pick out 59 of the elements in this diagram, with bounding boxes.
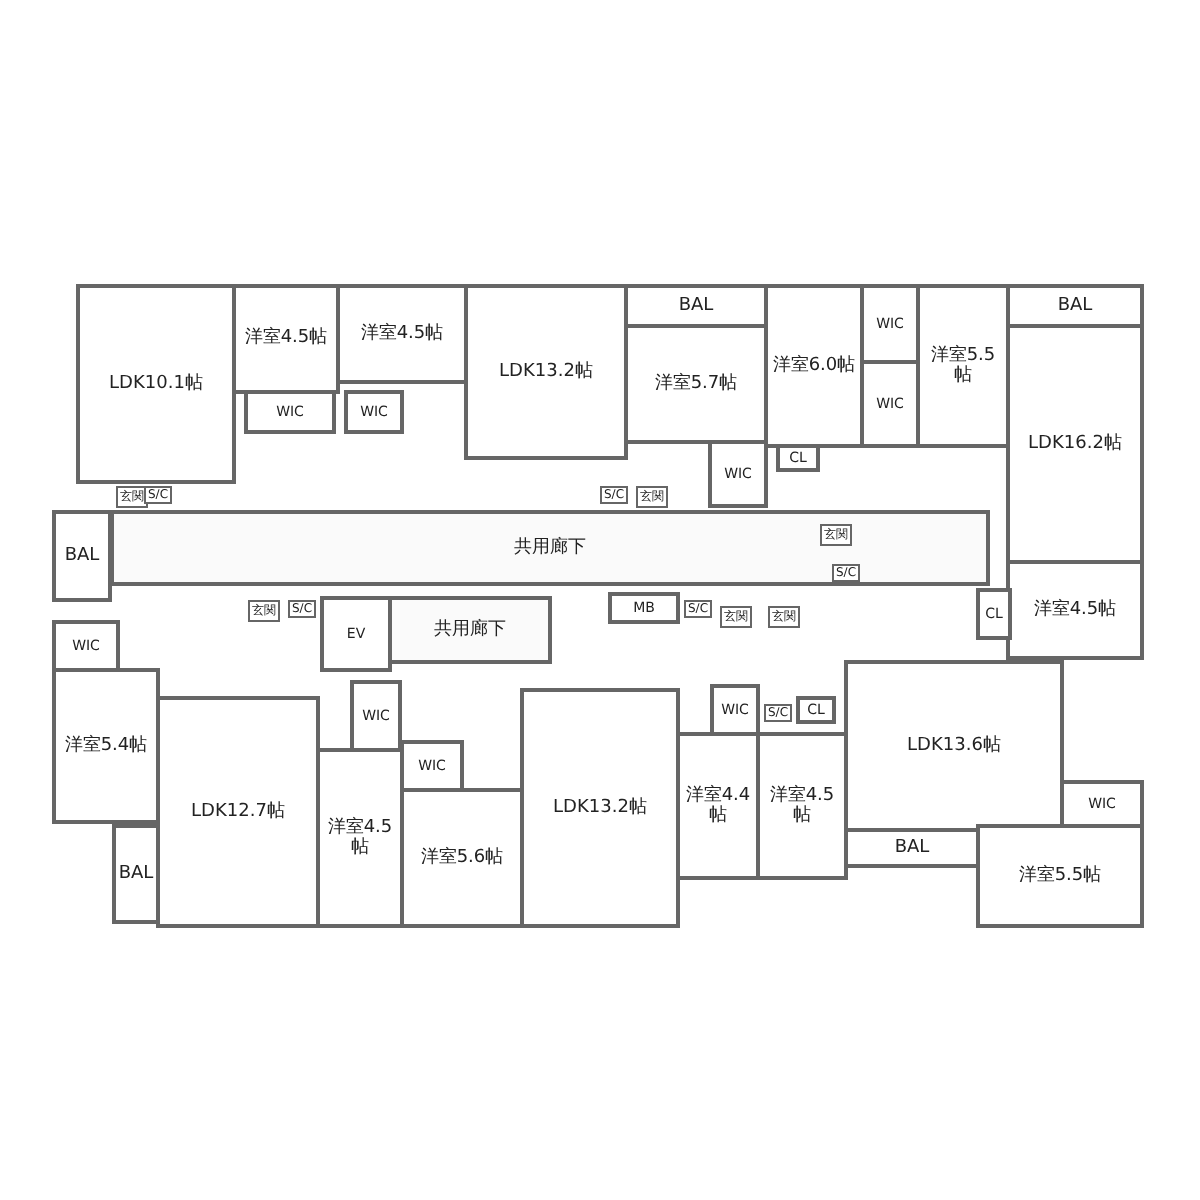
closet	[708, 440, 768, 508]
room-label: 洋室4.5帖	[767, 785, 837, 827]
closet	[796, 696, 836, 724]
western-room	[976, 824, 1144, 928]
room-label: 洋室5.6帖	[420, 847, 504, 869]
closet	[400, 740, 464, 792]
ldk-room	[520, 688, 680, 928]
western-room	[764, 284, 864, 448]
western-room	[336, 284, 468, 384]
western-room	[316, 748, 404, 928]
closet	[344, 390, 404, 434]
room-label: 洋室4.5帖	[360, 323, 444, 345]
western-room	[232, 284, 340, 394]
corridor	[388, 596, 552, 664]
room-label: 洋室4.4帖	[684, 785, 752, 827]
western-room	[756, 732, 848, 880]
western-room	[1006, 560, 1144, 660]
ldk-room	[464, 284, 628, 460]
room-label: 共用廊下	[434, 619, 506, 641]
room-label: LDK13.6帖	[907, 735, 1001, 757]
closet	[244, 390, 336, 434]
room-label: LDK16.2帖	[1028, 433, 1122, 455]
room-label: BAL	[64, 545, 100, 567]
ldk-room	[156, 696, 320, 928]
balcony	[52, 510, 112, 602]
room-label: 洋室5.4帖	[64, 735, 148, 757]
room-label: 洋室5.5帖	[928, 345, 998, 387]
closet	[52, 620, 120, 672]
room-label: LDK10.1帖	[109, 373, 203, 395]
room-label: 洋室4.5帖	[244, 328, 328, 350]
room-label: BAL	[118, 863, 154, 885]
closet	[710, 684, 760, 736]
room-label: 共用廊下	[514, 537, 586, 559]
closet	[608, 592, 680, 624]
closet	[776, 444, 820, 472]
ldk-room	[76, 284, 236, 484]
room-label: BAL	[1057, 295, 1093, 317]
corridor	[110, 510, 990, 586]
closet	[976, 588, 1012, 640]
room-label: BAL	[894, 837, 930, 859]
western-room	[916, 284, 1010, 448]
western-room	[52, 668, 160, 824]
room-label: LDK13.2帖	[499, 361, 593, 383]
balcony	[112, 824, 160, 924]
balcony	[1006, 284, 1144, 328]
room-label: LDK12.7帖	[191, 801, 285, 823]
room-label: BAL	[678, 295, 714, 317]
room-label: 洋室5.7帖	[654, 373, 738, 395]
closet	[320, 596, 392, 672]
western-room	[676, 732, 760, 880]
ldk-room	[1006, 324, 1144, 564]
closet	[350, 680, 402, 752]
room-label: 洋室6.0帖	[772, 355, 856, 377]
room-label: 洋室4.5帖	[1033, 599, 1117, 621]
room-label: 洋室5.5帖	[1018, 865, 1102, 887]
western-room	[400, 788, 524, 928]
room-label: LDK13.2帖	[553, 797, 647, 819]
closet	[1060, 780, 1144, 828]
room-label: 洋室4.5帖	[325, 817, 395, 859]
